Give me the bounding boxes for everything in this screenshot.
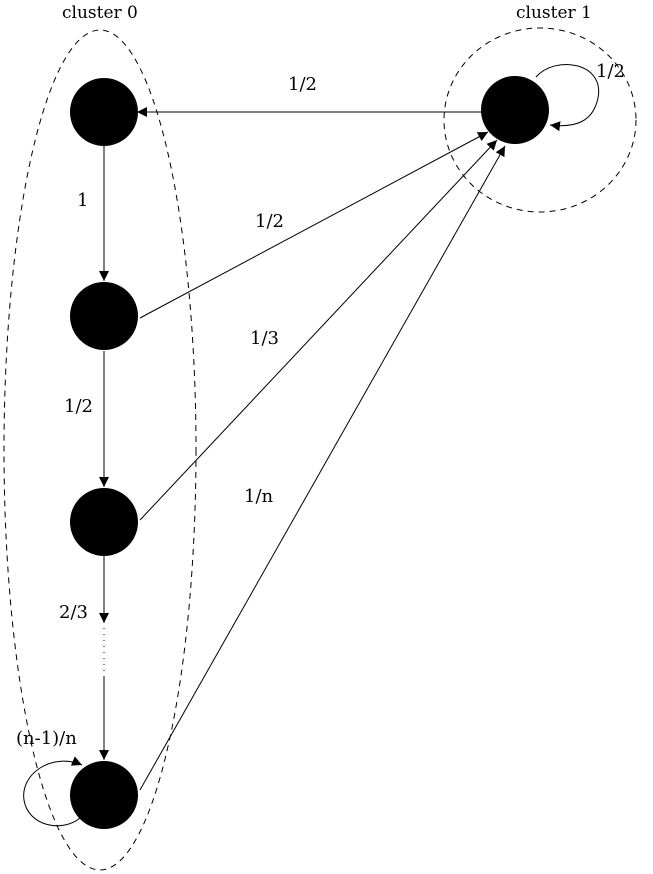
label-node2-to-cluster1: 1/2 <box>255 211 284 232</box>
label-node3-to-cluster1: 1/3 <box>250 328 279 349</box>
label-node1-to-node2: 1 <box>77 190 88 211</box>
label-noden-to-cluster1: 1/n <box>244 486 274 507</box>
label-cluster1-self: 1/2 <box>596 61 625 82</box>
edge-noden-to-cluster1 <box>139 145 506 791</box>
node-cluster1 <box>481 76 549 144</box>
cluster-1-outline <box>443 27 637 213</box>
label-node2-to-node3: 1/2 <box>64 396 93 417</box>
cluster-0-outline <box>3 29 197 871</box>
node-1 <box>70 78 138 146</box>
edge-cluster1-self-loop <box>535 64 600 132</box>
cluster-0-label: cluster 0 <box>62 3 138 23</box>
label-cluster1-to-node1: 1/2 <box>288 74 317 95</box>
node-3 <box>70 488 138 556</box>
node-n <box>70 761 138 829</box>
edge-node2-to-cluster1 <box>139 131 489 319</box>
cluster-1-label: cluster 1 <box>516 3 592 23</box>
node-2 <box>70 282 138 350</box>
label-noden-self: (n-1)/n <box>16 728 77 749</box>
label-node3-to-ellipsis: 2/3 <box>59 602 88 623</box>
edge-noden-self-loop <box>23 756 83 827</box>
edge-node3-to-cluster1 <box>139 139 498 521</box>
